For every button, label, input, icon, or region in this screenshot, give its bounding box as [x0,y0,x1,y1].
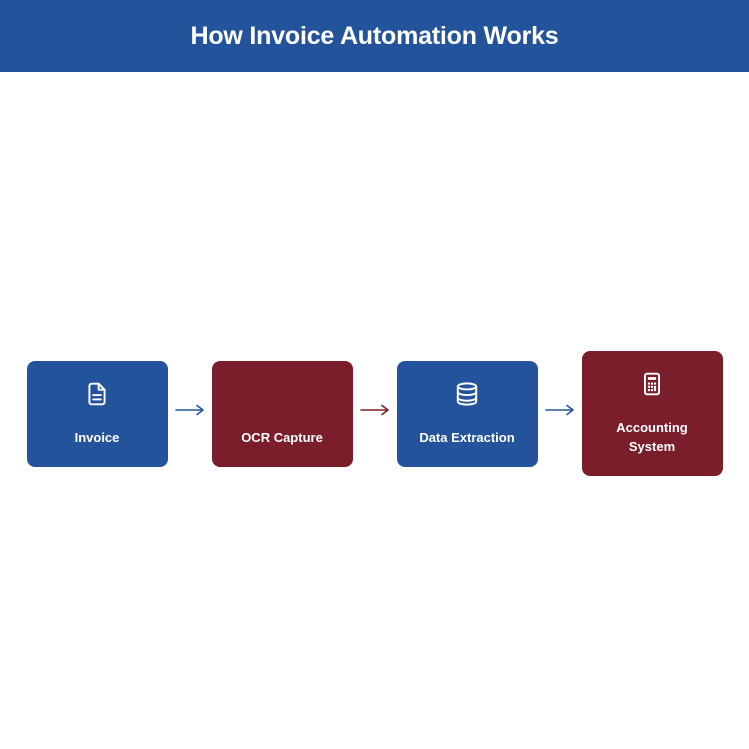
arrow-right-icon [174,404,204,415]
icon-slot [639,371,665,397]
step-label: OCR Capture [241,429,323,445]
arrow-right-icon [359,404,389,415]
step-label: Invoice [74,429,120,445]
invoice-automation-flow-diagram: Invoice OCR Capture Data Extraction [0,351,749,476]
icon-slot [454,381,480,407]
header-bar: How Invoice Automation Works [0,0,749,72]
connector-2 [353,403,397,417]
step-label: Accounting System [616,420,688,454]
flow-step-accounting-system: Accounting System [581,351,723,476]
file-text-icon [88,382,106,405]
calculator-icon [643,372,661,396]
flow-step-invoice: Invoice [26,360,168,467]
database-icon [456,381,478,406]
connector-1 [168,403,212,417]
flow-step-data-extraction: Data Extraction [396,360,538,467]
step-label: Data Extraction [419,429,515,445]
icon-slot [84,381,110,407]
connector-3 [538,403,582,417]
flow-step-ocr-capture: OCR Capture [211,360,353,467]
page-title: How Invoice Automation Works [190,21,559,50]
arrow-right-icon [544,404,574,415]
